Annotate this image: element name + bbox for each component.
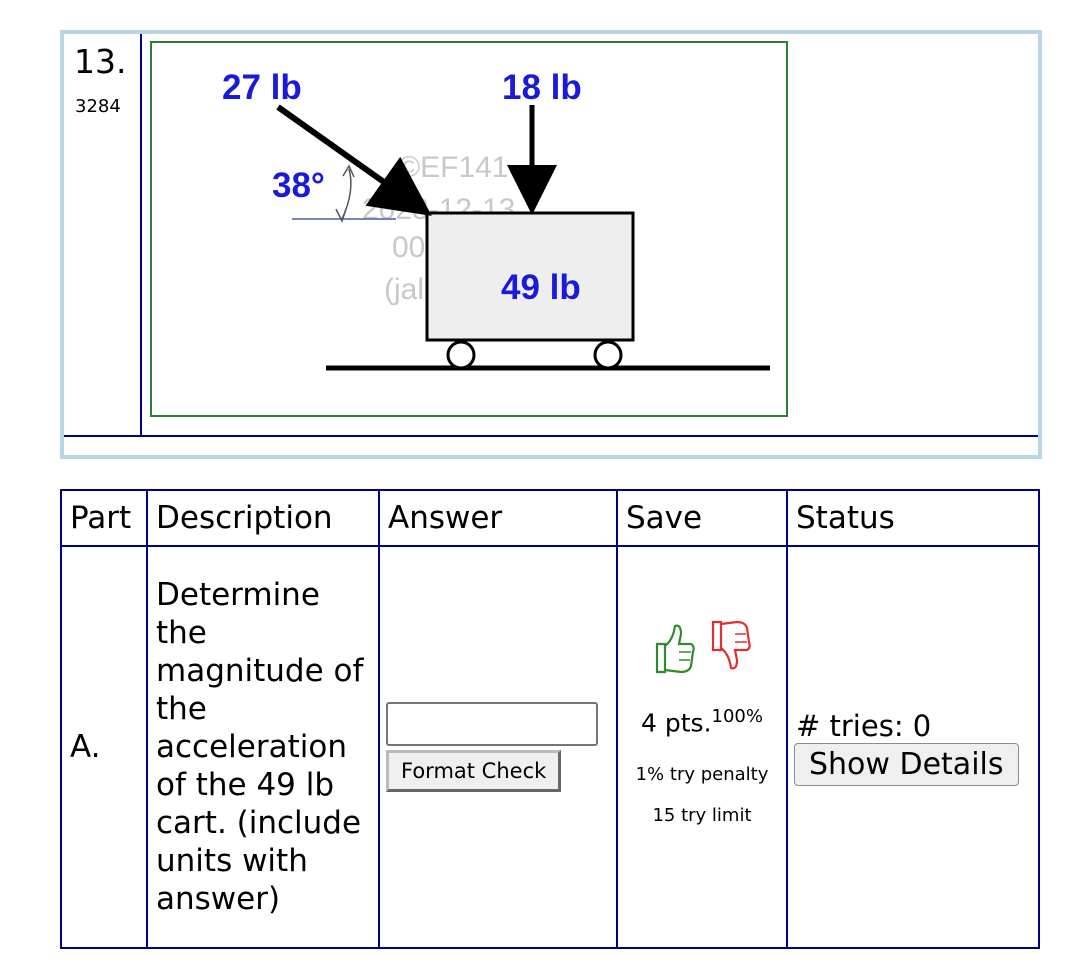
angled-force-arrow [276, 104, 432, 216]
answer-input[interactable] [386, 702, 598, 746]
header-part: Part [60, 489, 148, 547]
table-header-row: Part Description Answer Save Status [60, 489, 1040, 547]
problem-divider [64, 435, 1038, 437]
table-row: A. Determine the magnitude of the accele… [60, 545, 1040, 949]
watermark-line: ©EF141 [398, 151, 509, 184]
header-description: Description [146, 489, 380, 547]
problem-frame: 13. 3284 ©EF141 2023-12-13 00:37:54 (jal… [60, 30, 1042, 459]
description-cell: Determine the magnitude of the accelerat… [146, 545, 380, 949]
try-limit: 15 try limit [652, 804, 752, 826]
header-answer: Answer [378, 489, 618, 547]
part-label: A. [60, 545, 148, 949]
problem-diagram: ©EF141 2023-12-13 00:37:54 (jalle1...) [150, 41, 788, 417]
answer-cell: Format Check [378, 545, 618, 949]
try-penalty: 1% try penalty [635, 763, 769, 785]
format-check-button[interactable]: Format Check [386, 750, 562, 792]
points-value: 4 pts.100% [626, 706, 778, 737]
thumbs-up-icon[interactable] [651, 618, 697, 676]
rating-icons [626, 612, 778, 674]
cart-wheel [593, 340, 623, 370]
cart-body [425, 211, 635, 342]
save-cell: 4 pts.100% 1% try penalty 15 try limit [616, 545, 788, 949]
tries-count: # tries: 0 [796, 708, 932, 743]
cart-wheel [446, 340, 476, 370]
header-status: Status [786, 489, 1040, 547]
question-text: Determine the magnitude of the accelerat… [156, 577, 364, 917]
angle-arc-arrow [342, 164, 355, 178]
problem-number: 13. [74, 42, 127, 81]
show-details-button[interactable]: Show Details [794, 742, 1019, 786]
points-label: 4 pts. [641, 708, 712, 738]
points-percent: 100% [711, 706, 763, 728]
status-cell: # tries: 0 Show Details [786, 545, 1040, 949]
angle-label: 38° [272, 166, 325, 205]
angle-arc-arrow [335, 208, 347, 223]
vertical-force-label: 18 lb [502, 68, 582, 107]
thumbs-down-icon[interactable] [707, 618, 753, 676]
cart-diagram-svg: ©EF141 2023-12-13 00:37:54 (jalle1...) [222, 68, 770, 371]
header-save: Save [616, 489, 788, 547]
cart-weight-label: 49 lb [501, 268, 581, 307]
problem-number-cell: 13. 3284 [64, 34, 142, 435]
parts-table: Part Description Answer Save Status A. D… [60, 489, 1040, 949]
angle-arc [341, 168, 352, 220]
angled-force-label: 27 lb [222, 68, 302, 107]
problem-id: 3284 [75, 96, 121, 117]
